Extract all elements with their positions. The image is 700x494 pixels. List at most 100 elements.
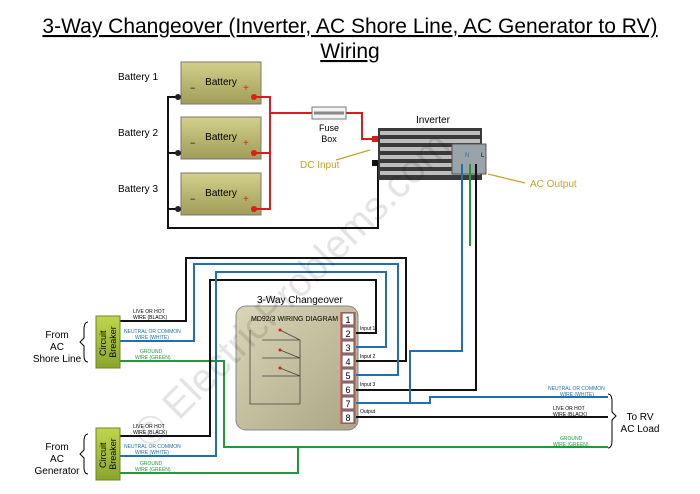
battery-1 [180,61,262,105]
shore-breaker-label-1: Circuit [98,330,108,356]
battery-2 [180,116,262,160]
shore-live-2: WIRE (BLACK) [133,315,168,321]
ac-wiring [120,164,608,474]
terminal-7 [341,396,355,410]
out-ground-1: GROUND [560,436,583,442]
terminal-4 [341,354,355,368]
gen-line3: Generator [34,466,80,477]
ac-output-callout: AC Output [530,179,577,190]
shore-neutral-2: WIRE (WHITE) [135,335,169,341]
shore-breaker: Circuit Breaker [95,315,121,369]
out-ground-2: WIRE (GREEN) [553,442,589,448]
inverter-dc-pos [372,136,378,142]
shore-line1: From [45,330,68,341]
changeover-switch: 3-Way Changeover MD92/3 WIRING DIAGRAM 1… [235,295,376,431]
shore-source: From AC Shore Line [33,321,89,365]
shore-breaker-label: Circuit Breaker [98,326,118,358]
callouts: DC Input AC Output [300,149,577,190]
out-neutral-1: NEUTRAL OR COMMON [548,386,605,392]
battery-1-pos: + [243,83,249,94]
battery-1-neg: − [190,83,195,93]
inverter-label: Inverter [416,115,451,126]
generator-breaker: Circuit Breaker [95,427,121,481]
battery-bank: Battery − + Battery − + Battery − + Batt… [118,61,379,229]
dc-input-callout: DC Input [300,160,340,171]
inverter-term-l: L [481,153,485,159]
terminal-3-num: 3 [345,343,350,353]
port-input2: Input 2 [360,354,376,360]
gen-ground-1: GROUND [140,461,163,467]
inverter-term-n: N [465,153,469,159]
terminal-2-num: 2 [345,329,350,339]
battery-3-pos: + [243,194,249,205]
out-live-2: WIRE (BLACK) [553,412,588,418]
gen-breaker-label: Circuit Breaker [98,438,118,470]
battery-terminals [175,94,257,212]
gen-neutral-2: WIRE (WHITE) [135,450,169,456]
battery-2-neg: − [190,138,195,148]
gen-hot-wire [120,279,377,437]
gen-wire-labels: LIVE OR HOT WIRE (BLACK) NEUTRAL OR COMM… [124,424,181,473]
shore-live-1: LIVE OR HOT [133,309,165,315]
changeover-title: 3-Way Changeover [257,295,343,306]
battery-3 [180,172,262,216]
gen-ground-wire [120,447,299,474]
terminal-5 [341,368,355,382]
terminal-7-num: 7 [345,399,350,409]
changeover-internal [249,329,301,405]
load-line1: To RV [626,412,653,423]
inverter-dc-neg [372,160,378,166]
battery-2-pos: + [243,138,249,149]
terminal-1 [341,312,355,326]
battery-3-name: Battery [205,188,237,199]
battery-2-label: Battery 2 [118,128,158,139]
gen-breaker-label-1: Circuit [98,442,108,468]
shore-neutral-1: NEUTRAL OR COMMON [124,329,181,335]
fuse-label-1: Fuse [319,123,339,133]
gen-line1: From [45,442,68,453]
gen-live-2: WIRE (BLACK) [133,430,168,436]
shore-ground-wire [120,360,608,448]
out-neutral-2: WIRE (WHITE) [560,392,594,398]
gen-breaker-label-2: Breaker [108,438,118,470]
shore-wire-labels: LIVE OR HOT WIRE (BLACK) NEUTRAL OR COMM… [124,309,181,361]
battery-3-neg: − [190,194,195,204]
terminal-8-num: 8 [345,413,350,423]
shore-neutral-wire [120,263,399,376]
rv-load: To RV AC Load [607,393,660,449]
terminal-2 [341,326,355,340]
output-neutral-wire [356,396,608,404]
shore-ground-2: WIRE (GREEN) [135,355,171,361]
port-input1: Input 1 [360,326,376,332]
gen-neutral-wire [120,271,387,457]
generator-source: From AC Generator [34,433,89,477]
title-line1: 3-Way Changeover (Inverter, AC Shore Lin… [42,15,657,38]
terminal-1-num: 1 [345,315,350,325]
shore-ground-1: GROUND [140,349,163,355]
output-wire-labels: NEUTRAL OR COMMON WIRE (WHITE) LIVE OR H… [548,386,605,448]
terminal-4-num: 4 [345,357,350,367]
battery-positive-bus [254,96,373,210]
terminal-3 [341,340,355,354]
fuse-label-2: Box [321,134,337,144]
load-line2: AC Load [621,424,660,435]
battery-1-label: Battery 1 [118,72,158,83]
port-input3: Input 3 [360,382,376,388]
gen-neutral-1: NEUTRAL OR COMMON [124,444,181,450]
gen-live-1: LIVE OR HOT [133,424,165,430]
battery-2-name: Battery [205,132,237,143]
fuse-box: Fuse Box [311,106,347,144]
shore-line2: AC [50,342,64,353]
shore-breaker-label-2: Breaker [108,326,118,358]
gen-line2: AC [50,454,64,465]
terminal-5-num: 5 [345,371,350,381]
terminal-6-num: 6 [345,385,350,395]
out-live-1: LIVE OR HOT [553,406,585,412]
battery-1-name: Battery [205,77,237,88]
inverter-hot-wire [356,164,477,391]
battery-3-label: Battery 3 [118,184,158,195]
shore-line3: Shore Line [33,354,82,365]
inverter: Inverter N L [372,115,487,180]
